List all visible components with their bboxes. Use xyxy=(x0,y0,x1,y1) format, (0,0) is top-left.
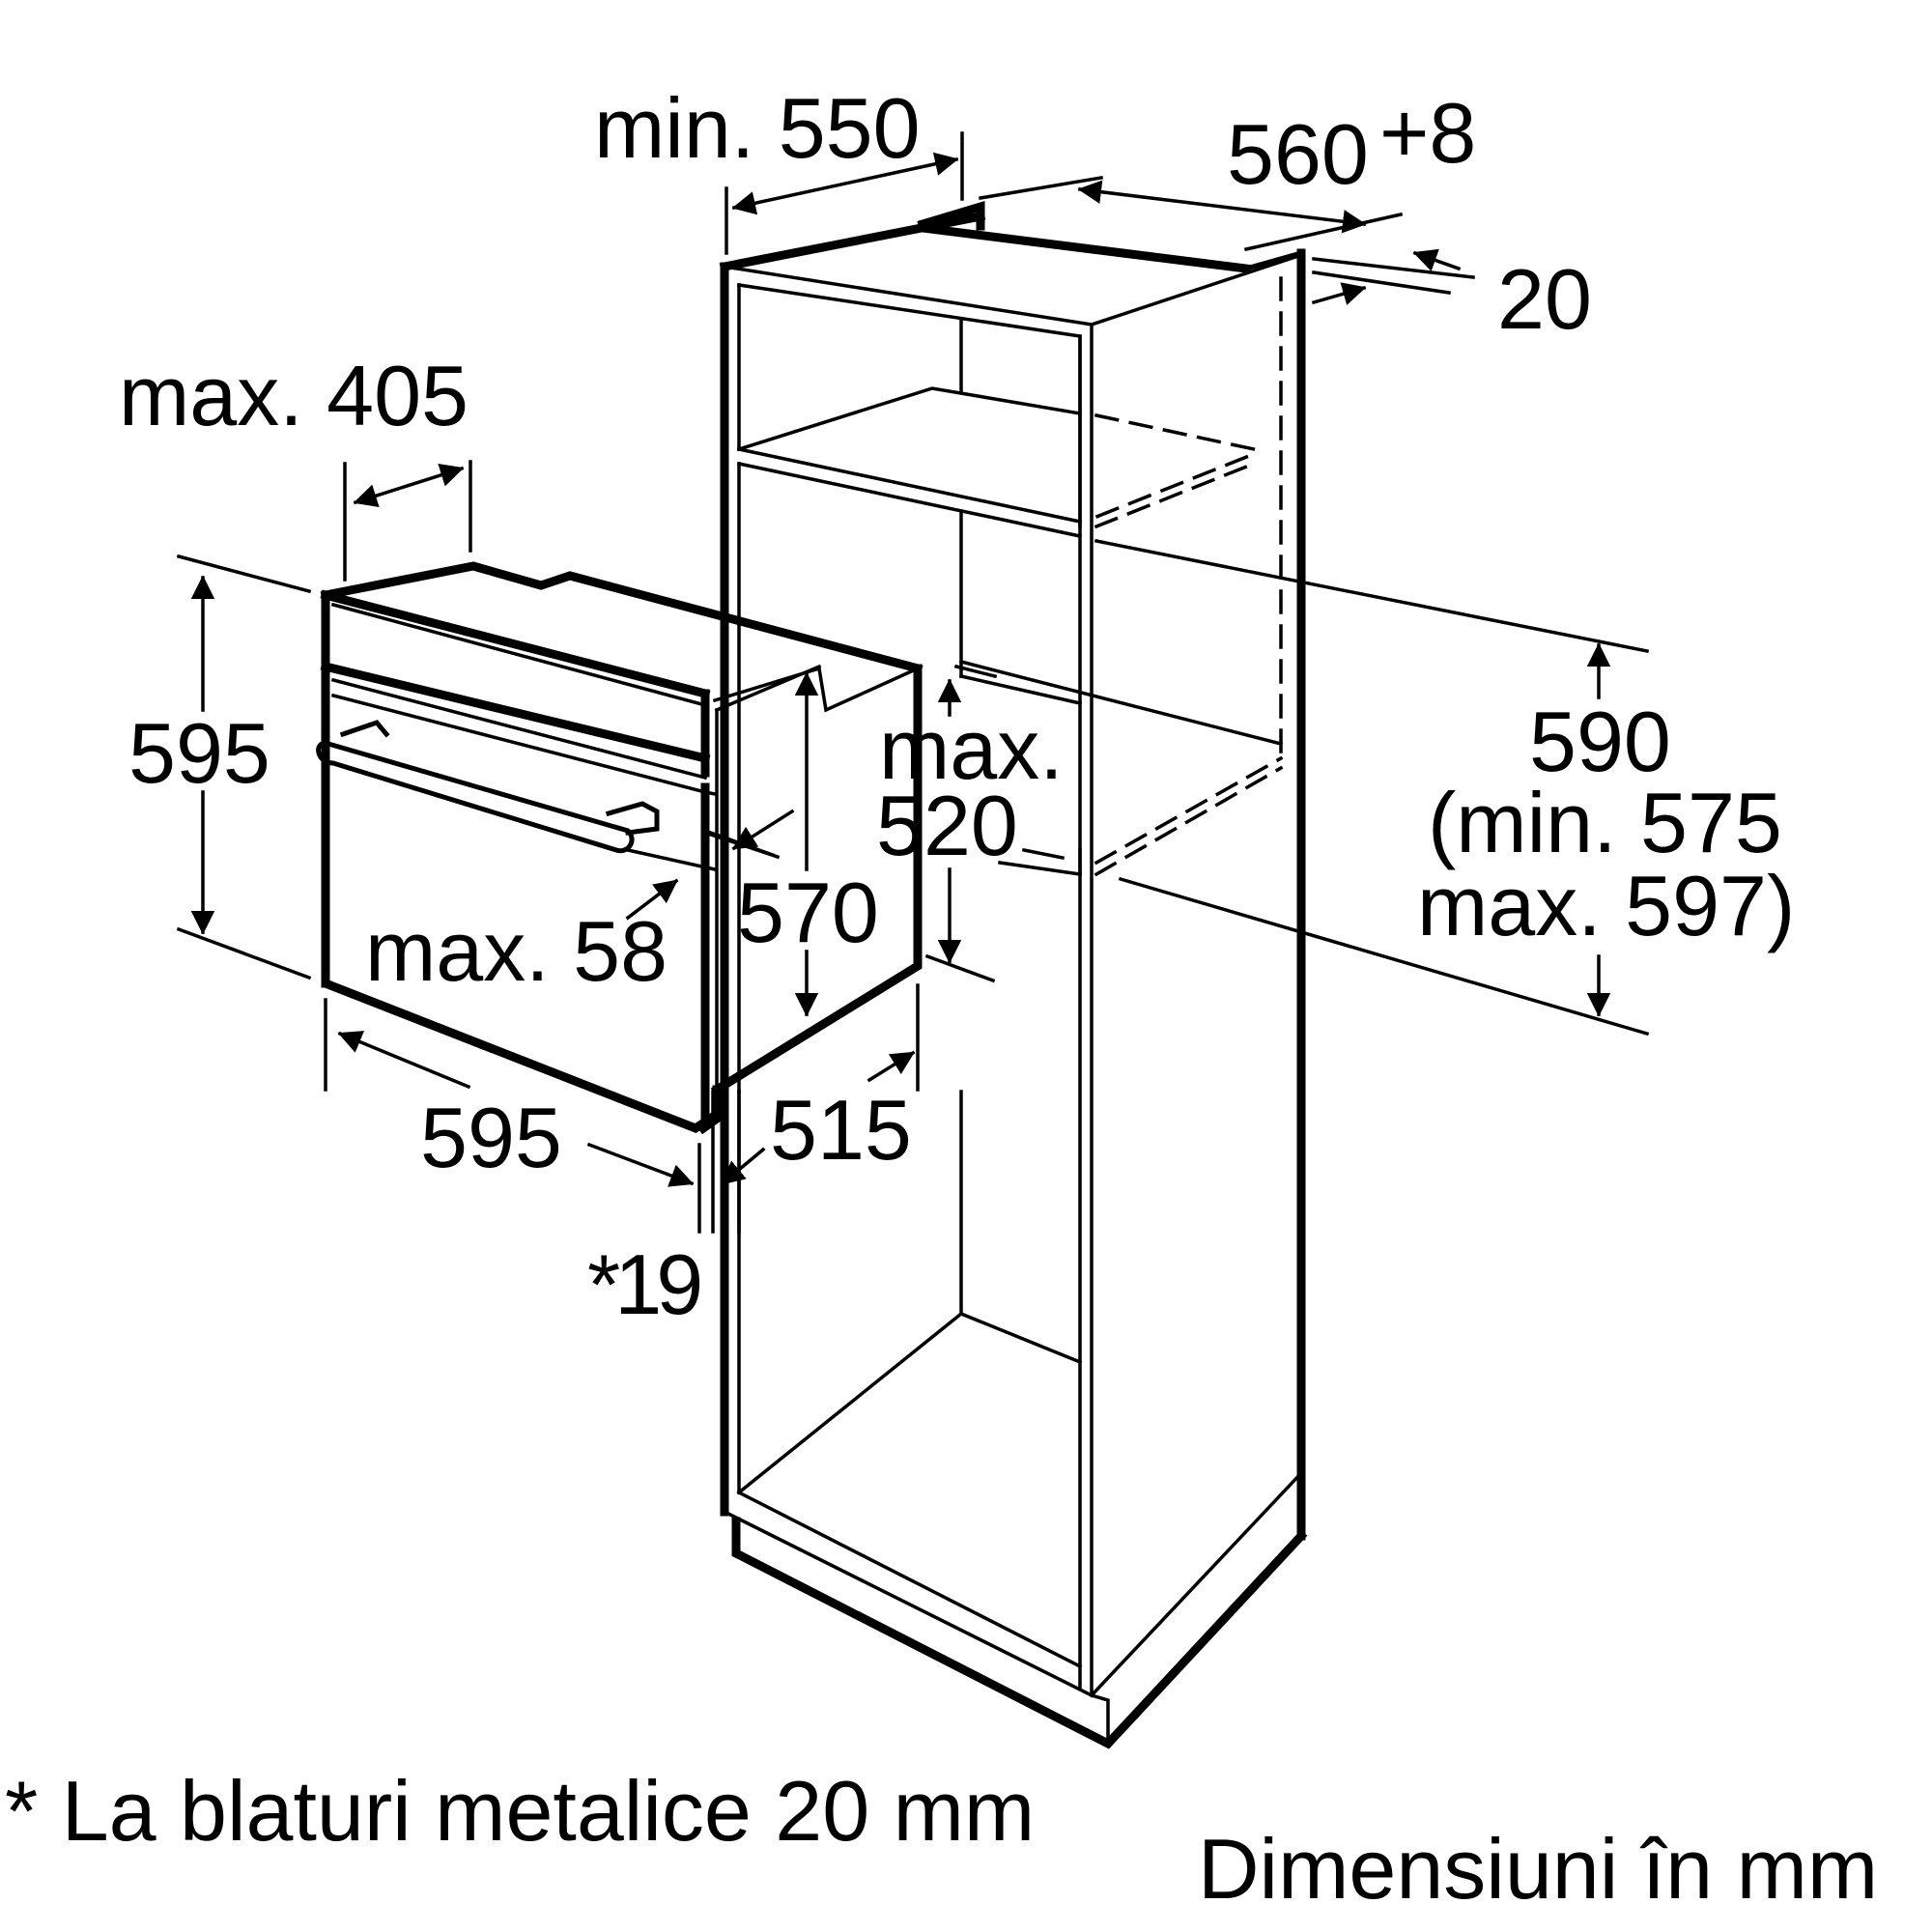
dim-side-clearance: 20 xyxy=(1497,251,1592,347)
oven xyxy=(316,561,923,1135)
note-units: Dimensiuni în mm xyxy=(1198,1821,1878,1917)
tall-cabinet xyxy=(719,200,1308,1749)
dim-niche-width-tolerance: +8 xyxy=(1379,85,1476,181)
dim-handle-depth: max. 58 xyxy=(365,903,668,999)
dim-appliance-depth: 515 xyxy=(770,1082,912,1178)
dim-niche-width: 560 xyxy=(1227,106,1369,202)
dim-niche-height-min: (min. 575 xyxy=(1428,775,1782,870)
note-metal-worktops: * La blaturi metalice 20 mm xyxy=(5,1763,1035,1859)
dim-niche-height: 590 xyxy=(1529,694,1671,789)
dim-niche-height-max: max. 597) xyxy=(1417,858,1795,953)
dim-front-panel: *19 xyxy=(587,1236,699,1332)
dim-vent-opening-max: max. 405 xyxy=(119,348,469,443)
dim-appliance-width: 595 xyxy=(420,1090,562,1185)
dimension-lines xyxy=(176,131,1650,1234)
dim-front-projection-max-label: max. xyxy=(879,701,1064,797)
dim-appliance-height: 595 xyxy=(128,705,270,801)
dim-front-projection-max-value: 520 xyxy=(876,778,1018,873)
dim-niche-depth-min: min. 550 xyxy=(594,80,921,176)
dim-appliance-front-height: 570 xyxy=(737,865,879,960)
